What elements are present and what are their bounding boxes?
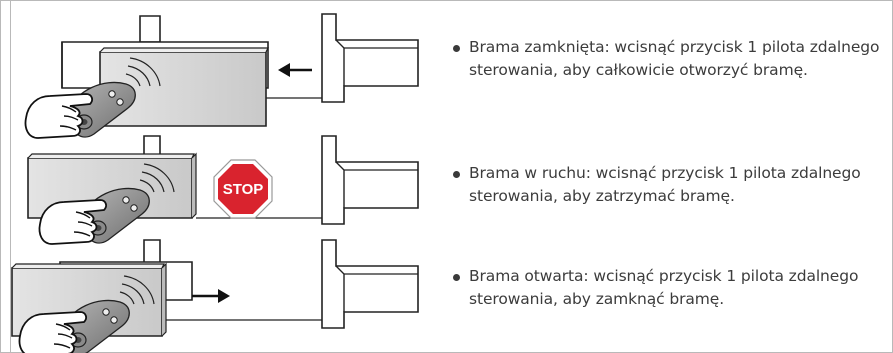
gate-closed-illustration [24,13,419,139]
gate-open-illustration [11,239,419,353]
stop-sign-icon: STOP [213,159,273,219]
step-gate-open: Brama otwarta: wcisnąć przycisk 1 pilota… [453,265,883,311]
step-text: Brama w ruchu: wcisnąć przycisk 1 pilota… [469,164,861,205]
step-text: Brama zamknięta: wcisnąć przycisk 1 pilo… [469,38,880,79]
bullet-icon [453,45,460,52]
bullet-icon [453,171,460,178]
step-gate-moving: Brama w ruchu: wcisnąć przycisk 1 pilota… [453,162,883,208]
arrow-left-icon [278,63,312,77]
gate-moving-illustration: STOP [27,135,419,245]
frame-left-border [10,0,11,353]
arrow-right-icon [192,289,230,303]
bullet-icon [453,274,460,281]
step-text: Brama otwarta: wcisnąć przycisk 1 pilota… [469,267,859,308]
step-gate-closed: Brama zamknięta: wcisnąć przycisk 1 pilo… [453,36,883,82]
stop-sign-label: STOP [223,181,264,198]
